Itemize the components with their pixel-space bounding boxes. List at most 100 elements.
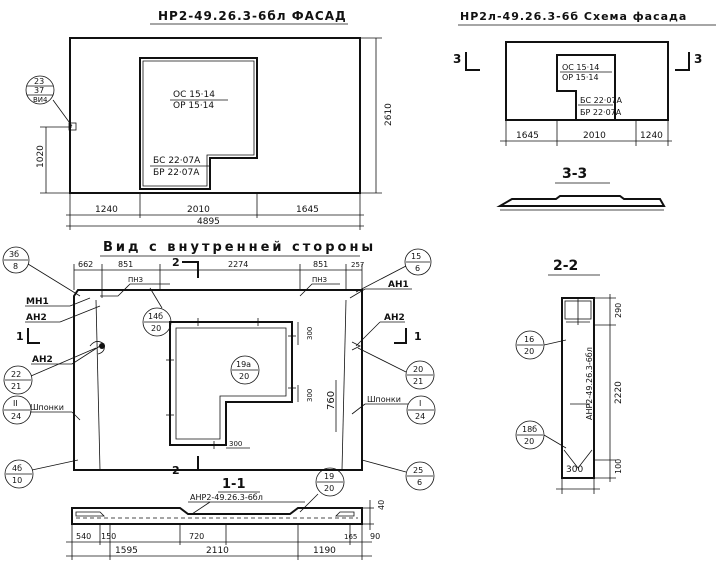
- callout-25-6-sheet: 6: [417, 478, 422, 487]
- section-1-1-callout-sheet: 20: [324, 484, 334, 493]
- facade-opening-label-1: ОС 15·14: [173, 90, 215, 100]
- inner-label-an2-mid: АН2: [32, 355, 53, 365]
- scheme-dim-3: 1240: [640, 131, 663, 141]
- inner-section-1-left: 1: [16, 330, 24, 343]
- scheme-view: НР2л-49.26.3-6б Схема фасада ОС 15·14 ОР…: [453, 10, 716, 146]
- facade-callout-circle: [25, 75, 55, 105]
- inner-panel-outline: [73, 289, 363, 471]
- section-3-3: 3-3: [496, 166, 666, 211]
- inner-dim-300-b: 300: [306, 389, 314, 402]
- scheme-dim-1: 1645: [516, 131, 539, 141]
- callout-2-24-sheet: 24: [11, 412, 21, 421]
- inner-section-1-right: 1: [414, 330, 422, 343]
- inner-label-mn1: МН1: [26, 297, 49, 307]
- section-3-3-title: 3-3: [562, 166, 587, 182]
- inner-label-pn3-right: ПНЗ: [312, 276, 328, 284]
- callout-20-21: 20 21: [357, 347, 435, 390]
- callout-36-8-sheet: 8: [13, 262, 18, 271]
- inner-label-an2-left: АН2: [26, 313, 47, 323]
- facade-callout-2: 37: [34, 86, 44, 95]
- callout-4-10: 4б 10: [4, 459, 79, 489]
- facade-dim-total: 4895: [197, 217, 220, 227]
- inner-dim-4: 851: [313, 260, 328, 269]
- facade-dim-3: 1645: [296, 205, 319, 215]
- section-2-2-callout-bottom-sheet: 20: [524, 437, 534, 446]
- section-1-1-dim-r2-3: 1190: [313, 546, 336, 556]
- inner-view-title: Вид с внутренней стороны: [103, 240, 376, 255]
- inner-section-2-bottom: 2: [172, 464, 180, 477]
- callout-14-20: 14б 20: [142, 287, 172, 337]
- callout-1-24: I 24: [406, 395, 436, 425]
- facade-opening-label-3: БС 22·07А: [153, 156, 201, 166]
- section-1-1-dim-r1-5: 90: [370, 532, 380, 541]
- section-2-2-callout-top-num: 16: [524, 335, 534, 344]
- section-1-1-title: 1-1: [222, 477, 246, 492]
- callout-22-21-sheet: 21: [11, 382, 21, 391]
- scheme-opening-label-1: ОС 15·14: [562, 63, 599, 72]
- section-1-1-dim-r1-2: 150: [101, 532, 116, 541]
- callout-22-21: 22 21: [3, 347, 97, 395]
- section-2-2-dim-bottom: 100: [614, 459, 623, 474]
- callout-36-8: 3б 8: [2, 246, 81, 297]
- section-1-1-label: АНР2-49.26.3-6бл: [190, 493, 263, 502]
- scheme-section-mark-left: 3: [453, 52, 461, 66]
- inner-label-pn3-left: ПНЗ: [128, 276, 144, 284]
- inner-dim-3: 2274: [228, 260, 248, 269]
- callout-2-24-num: II: [13, 399, 18, 408]
- inner-view: Вид с внутренней стороны 662 851 2274 85…: [16, 240, 422, 477]
- callout-19-20-num: 19а: [236, 360, 251, 369]
- callout-15-6-num: 15: [411, 252, 421, 261]
- inner-label-an1: АН1: [388, 280, 409, 290]
- section-2-2-title: 2-2: [553, 258, 578, 274]
- callout-36-8-num: 3б: [9, 250, 19, 259]
- callout-20-21-num: 20: [413, 365, 423, 374]
- callout-4-10-num: 4б: [12, 464, 22, 473]
- scheme-opening-label-2: ОР 15·14: [562, 73, 599, 82]
- facade-dim-height: 2610: [384, 103, 394, 126]
- facade-dim-left-height: 1020: [36, 145, 46, 168]
- facade-view: НР2-49.26.3-6бл ФАСАД ОС 15·14 ОР 15·14 …: [25, 9, 394, 230]
- section-3-3-profile: [496, 195, 666, 207]
- section-2-2-callout-top-sheet: 20: [524, 347, 534, 356]
- section-2-2-dim-width: 300: [566, 465, 583, 475]
- callout-4-10-sheet: 10: [12, 476, 22, 485]
- section-2-2-dim-middle: 2220: [614, 381, 624, 404]
- facade-opening-label-4: БР 22·07А: [153, 168, 200, 178]
- scheme-opening-label-4: БР 22·07А: [580, 108, 622, 117]
- facade-dim-2: 2010: [187, 205, 210, 215]
- inner-callouts: 3б 8 15 6 14б 20 19а 20 22 21: [2, 246, 436, 491]
- section-2-2: 2-2 АНР2-49.26.3-6бл 290 2220 100 300 16…: [515, 258, 624, 494]
- inner-dim-300-c: 300: [229, 440, 242, 448]
- callout-25-6: 25 6: [361, 459, 435, 491]
- inner-label-shponki-left: Шпонки: [30, 403, 64, 412]
- callout-1-24-num: I: [419, 399, 421, 408]
- inner-dim-1: 662: [78, 260, 93, 269]
- section-2-2-dim-top: 290: [614, 303, 623, 318]
- facade-dim-1: 1240: [95, 205, 118, 215]
- inner-label-an2-right: АН2: [384, 313, 405, 323]
- inner-label-shponki-right: Шпонки: [367, 395, 401, 404]
- callout-20-21-sheet: 21: [413, 377, 423, 386]
- scheme-opening: [556, 54, 616, 121]
- facade-panel-outline: [69, 37, 361, 194]
- section-1-1-callout: [315, 467, 345, 497]
- section-1-1-dim-r1-4: 165: [344, 533, 357, 541]
- callout-19-20: 19а 20: [230, 355, 260, 385]
- facade-callout-3: ВИ4: [33, 96, 48, 104]
- section-1-1-dim-height: 40: [377, 500, 386, 510]
- section-1-1-dim-r2-1: 1595: [115, 546, 138, 556]
- section-1-1-dim-r2-2: 2110: [206, 546, 229, 556]
- callout-15-6-sheet: 6: [415, 264, 420, 273]
- section-1-1: 1-1 АНР2-49.26.3-6бл 19 20 40 540 150 72…: [66, 467, 386, 560]
- callout-1-24-sheet: 24: [415, 412, 425, 421]
- callout-14-20-num: 14б: [148, 312, 163, 321]
- callout-22-21-num: 22: [11, 370, 21, 379]
- inner-dim-760: 760: [326, 391, 337, 410]
- section-1-1-profile: [71, 507, 363, 525]
- callout-2-24: II 24: [2, 395, 32, 425]
- facade-callout-1: 23: [34, 77, 44, 86]
- section-2-2-vertical-label: АНР2-49.26.3-6бл: [585, 347, 594, 420]
- scheme-section-mark-right: 3: [694, 52, 702, 66]
- callout-15-6: 15 6: [355, 248, 432, 293]
